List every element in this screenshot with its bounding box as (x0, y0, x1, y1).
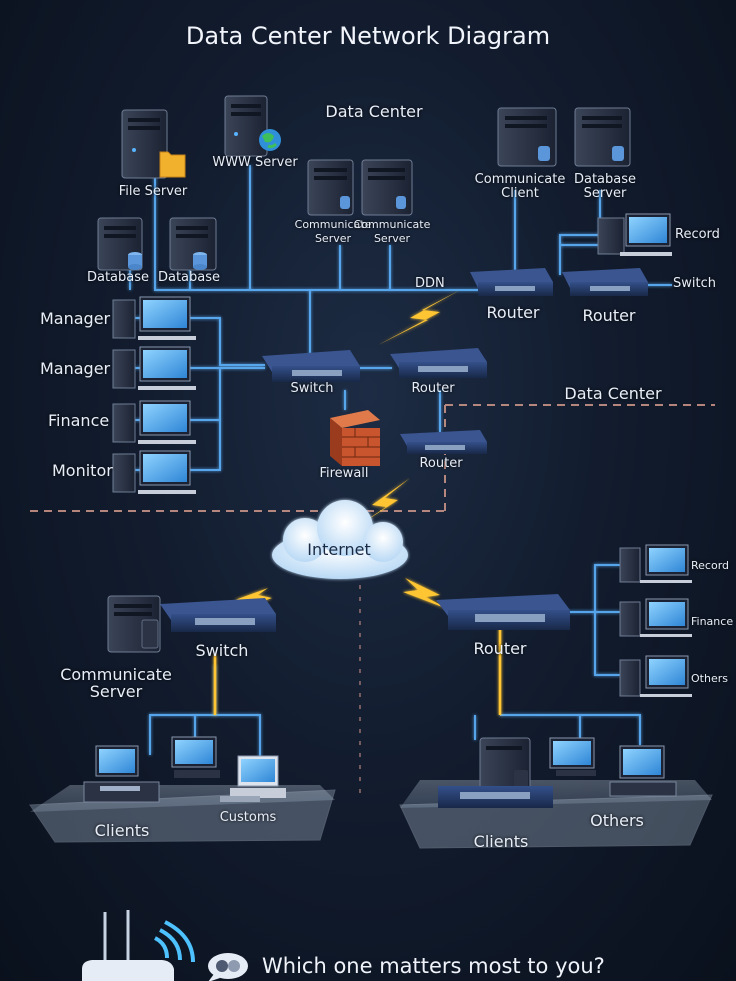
communicate-client-icon (497, 107, 557, 167)
router-icon (400, 430, 487, 454)
backbone-links (213, 628, 502, 715)
switch-icon (160, 598, 276, 632)
monitor-icon (171, 736, 220, 778)
others-label: Others (590, 811, 644, 830)
database-server-label: Database Server (573, 172, 637, 201)
server-icon (479, 737, 531, 797)
switch-icon (562, 268, 648, 296)
router-icon (390, 348, 487, 378)
finance-label: Finance (691, 615, 734, 628)
www-server-label: WWW Server (212, 155, 298, 170)
switch-label: Switch (195, 641, 249, 660)
chat-bubble-icon (208, 953, 248, 981)
router-label: Router (411, 381, 455, 396)
workstation-icon (112, 450, 196, 494)
switch-icon (438, 786, 553, 808)
globe-icon (259, 129, 281, 151)
monitor-icon (609, 745, 677, 797)
monitor-icon (95, 745, 139, 777)
clients-platform-right (399, 737, 713, 849)
workstation-icon (619, 655, 692, 697)
www-server-icon (224, 95, 268, 157)
printer-icon (83, 781, 160, 803)
router-icon (436, 594, 570, 630)
clients-platform-left (29, 736, 336, 843)
communicate-client-label: Communicate Client (474, 172, 566, 201)
clients-label: Clients (94, 821, 150, 840)
manager-label: Manager (40, 309, 111, 328)
communicate-server-icon (361, 159, 413, 216)
router-label: Router (473, 639, 527, 658)
page-title: Data Center Network Diagram (185, 22, 551, 50)
workstation-icon (619, 544, 692, 583)
customs-label: Customs (219, 810, 277, 825)
communicate-server-icon (107, 595, 161, 653)
laptop-icon (220, 755, 286, 802)
record-label: Record (675, 227, 720, 242)
file-server-label: File Server (118, 184, 188, 199)
firewall-icon (330, 410, 380, 466)
record-label: Record (691, 559, 730, 572)
internet-label: Internet (307, 540, 371, 559)
file-server-icon (121, 109, 168, 179)
communicate-server-label: Communicate Server (60, 665, 172, 701)
others-label: Others (691, 672, 728, 685)
router-label: Router (486, 303, 540, 322)
workstation-icon (619, 598, 692, 637)
ddn-label: DDN (415, 276, 445, 291)
communicate-server-label: Communicate Server (353, 218, 431, 245)
database-icon (193, 252, 207, 270)
switch-label: Switch (673, 276, 716, 291)
clients-label: Clients (473, 832, 529, 851)
switch-icon (262, 350, 360, 382)
workstation-icon (112, 346, 196, 390)
monitor-icon (597, 213, 672, 256)
workstation-icon (112, 400, 196, 444)
zone-dividers (30, 404, 715, 800)
workstation-icon (112, 296, 196, 340)
zone-label-data-center: Data Center (325, 102, 423, 121)
cloud-icon (272, 500, 408, 579)
manager-label: Manager (40, 359, 111, 378)
communicate-server-icon (307, 159, 354, 216)
wifi-router-icon (82, 910, 195, 981)
communicate-server-label: Communicate Server (294, 218, 372, 245)
database-icon (128, 252, 142, 270)
zone-label-data-center: Data Center (564, 384, 662, 403)
monitor-icon (549, 737, 596, 776)
switch-label: Switch (290, 381, 334, 396)
router-icon (470, 268, 553, 296)
folder-icon (159, 151, 186, 178)
router-label: Router (582, 306, 636, 325)
database-label: Database (86, 270, 150, 285)
database-server-icon (574, 107, 631, 167)
firewall-label: Firewall (319, 466, 369, 481)
monitor-label: Monitor (52, 461, 113, 480)
database-label: Database (157, 270, 221, 285)
finance-label: Finance (48, 411, 110, 430)
footer-question: Which one matters most to you? (262, 954, 605, 978)
router-label: Router (419, 456, 463, 471)
